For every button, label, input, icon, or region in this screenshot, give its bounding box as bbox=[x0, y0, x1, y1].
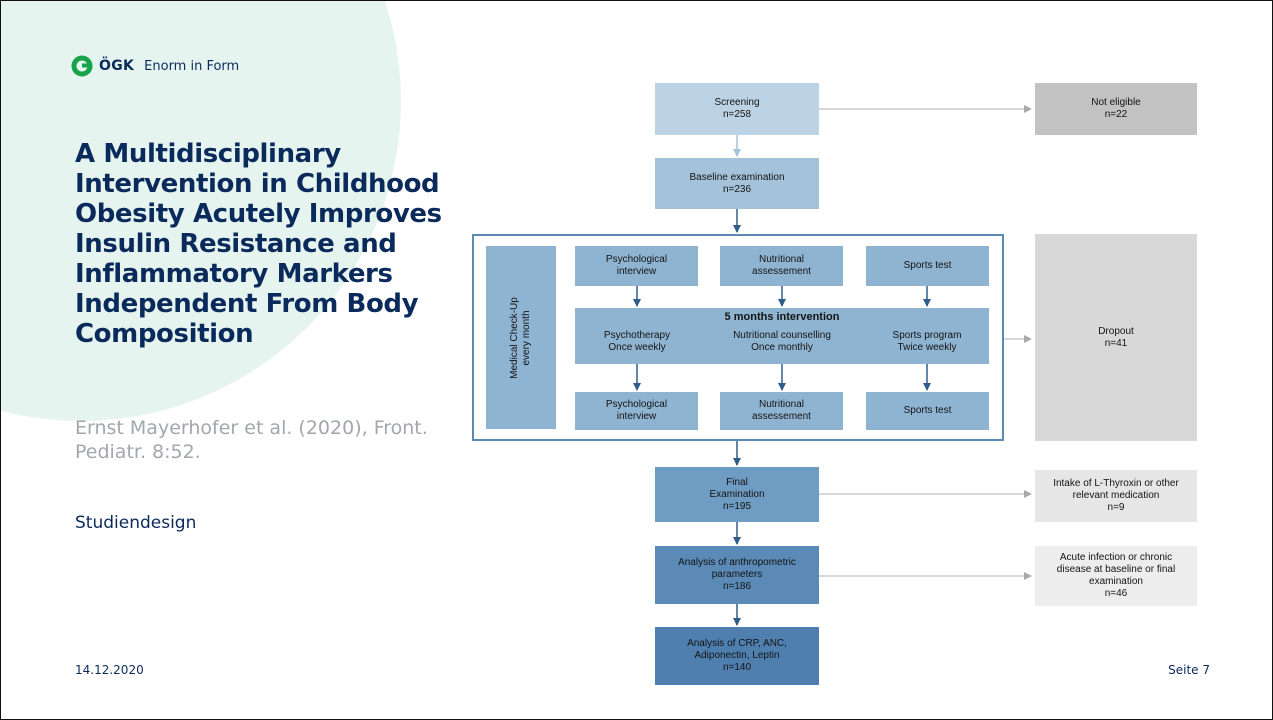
intervention-sport: Sports program Twice weekly bbox=[892, 330, 962, 353]
brand-name: ÖGK bbox=[99, 58, 135, 74]
intervention-nutri: Nutritional counselling Once monthly bbox=[733, 330, 831, 353]
pre-nutri-box: Nutritional assessement bbox=[720, 246, 843, 286]
intervention-box: 5 months intervention Psychotherapy Once… bbox=[575, 308, 989, 364]
medical-checkup-box: Medical Check-Up every month bbox=[486, 246, 556, 429]
oegk-logo-icon bbox=[71, 55, 93, 77]
post-nutri-box: Nutritional assessement bbox=[720, 392, 843, 430]
intervention-title: 5 months intervention bbox=[724, 311, 840, 323]
dropout-box: Dropout n=41 bbox=[1035, 234, 1197, 441]
post-sport-box: Sports test bbox=[866, 392, 989, 430]
baseline-box: Baseline examination n=236 bbox=[655, 158, 819, 209]
brand-tagline: Enorm in Form bbox=[144, 58, 240, 74]
anthropometric-box: Analysis of anthropometric parameters n=… bbox=[655, 546, 819, 604]
intervention-frame bbox=[472, 234, 1004, 441]
section-label: Studiendesign bbox=[75, 513, 197, 533]
footer-date: 14.12.2020 bbox=[75, 663, 144, 677]
not-eligible-box: Not eligible n=22 bbox=[1035, 83, 1197, 135]
thyroxin-box: Intake of L-Thyroxin or other relevant m… bbox=[1035, 470, 1197, 522]
post-psych-box: Psychological interview bbox=[575, 392, 698, 430]
footer-page-number: Seite 7 bbox=[1168, 663, 1210, 677]
pre-sport-box: Sports test bbox=[866, 246, 989, 286]
pre-psych-box: Psychological interview bbox=[575, 246, 698, 286]
screening-box: Screening n=258 bbox=[655, 83, 819, 135]
medical-checkup-label: Medical Check-Up every month bbox=[509, 296, 532, 379]
slide-title: A Multidisciplinary Intervention in Chil… bbox=[75, 139, 442, 349]
citation: Ernst Mayerhofer et al. (2020), Front. P… bbox=[75, 417, 428, 463]
final-examination-box: Final Examination n=195 bbox=[655, 467, 819, 522]
infection-box: Acute infection or chronic disease at ba… bbox=[1035, 546, 1197, 606]
crp-analysis-box: Analysis of CRP, ANC, Adiponectin, Lepti… bbox=[655, 627, 819, 685]
logo: ÖGK Enorm in Form bbox=[71, 55, 239, 77]
intervention-psych: Psychotherapy Once weekly bbox=[603, 330, 671, 353]
